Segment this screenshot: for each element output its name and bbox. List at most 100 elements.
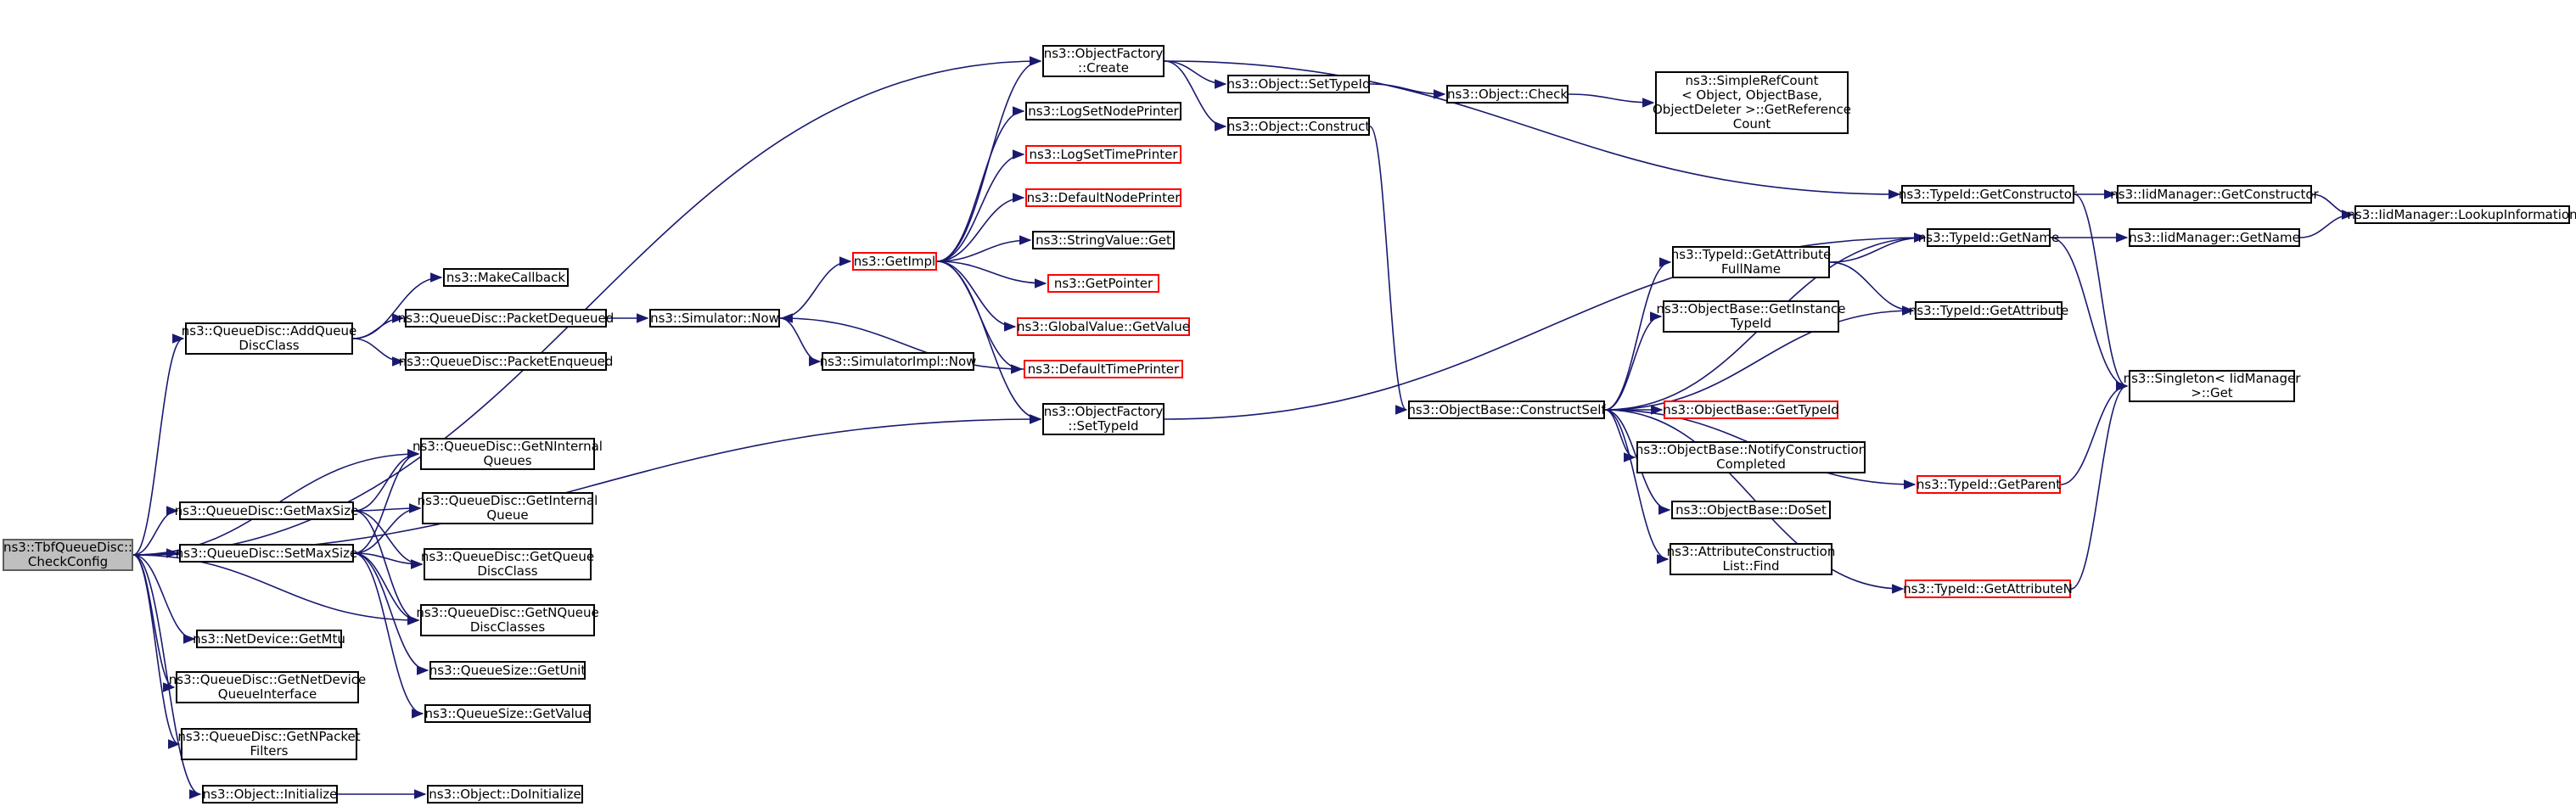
call-edge-object_factory_create-to-object_construct	[1164, 60, 1227, 132]
node-type-id-get-constructor[interactable]: ns3::TypeId::GetConstructor	[1898, 185, 2078, 204]
call-edge-root-to-get_n_queue_disc_classes	[132, 554, 420, 625]
node-iid-manager-get-constructor[interactable]: ns3::IidManager::GetConstructor	[2110, 185, 2319, 204]
node-label-line: ns3::Object::SetTypeId	[1226, 76, 1371, 92]
node-label-line: ns3::ObjectBase::ConstructSelf	[1407, 401, 1606, 417]
node-label-line: ns3::ObjectFactory	[1043, 404, 1164, 419]
call-edge-get_impl-to-log_set_node_printer	[936, 106, 1025, 262]
call-edge-simulator_now-to-get_impl	[779, 256, 852, 319]
node-simulatorimpl-now[interactable]: ns3::SimulatorImpl::Now	[819, 352, 977, 371]
node-label-line: ns3::Object::Check	[1446, 86, 1569, 102]
node-label-line: ns3::TypeId::GetConstructor	[1898, 186, 2078, 202]
call-edge-get_impl-to-get_pointer	[936, 260, 1047, 288]
node-type-id-get-attribute[interactable]: ns3::TypeId::GetAttribute	[1909, 301, 2068, 320]
node-object-base-do-set[interactable]: ns3::ObjectBase::DoSet	[1671, 501, 1831, 519]
node-log-set-node-printer[interactable]: ns3::LogSetNodePrinter	[1025, 102, 1181, 120]
call-edge-set_max_size-to-get_n_internal_queues	[353, 449, 420, 554]
node-queue-size-get-unit[interactable]: ns3::QueueSize::GetUnit	[429, 661, 586, 680]
node-string-value-get[interactable]: ns3::StringValue::Get	[1032, 231, 1175, 249]
node-label-line: QueueInterface	[217, 686, 317, 702]
node-label-line: ns3::QueueDisc::GetInternal	[417, 493, 598, 508]
node-label-line: Queues	[483, 453, 532, 468]
call-edge-get_impl-to-log_set_time_printer	[936, 149, 1025, 262]
node-label-line: ObjectDeleter >::GetReference	[1652, 102, 1852, 117]
node-label-line: ns3::DefaultNodePrinter	[1026, 189, 1181, 205]
call-edge-get_impl-to-global_value_get_value	[936, 260, 1017, 332]
node-label-line: ns3::QueueDisc::AddQueue	[181, 323, 357, 339]
node-label-line: List::Find	[1722, 558, 1780, 574]
call-edge-get_attribute_full_name-to-type_id_get_name	[1829, 232, 1927, 263]
node-object-do-initialize[interactable]: ns3::Object::DoInitialize	[427, 785, 583, 804]
call-edge-root-to-get_max_size	[132, 506, 179, 556]
node-default-time-printer[interactable]: ns3::DefaultTimePrinter	[1024, 360, 1183, 378]
node-label-line: < Object, ObjectBase,	[1681, 87, 1822, 103]
node-queue-size-get-value[interactable]: ns3::QueueSize::GetValue	[424, 704, 591, 723]
call-edge-root-to-net_device_get_mtu	[132, 554, 196, 644]
node-label-line: ns3::QueueDisc::SetMaxSize	[175, 545, 358, 561]
call-edge-simulator_now-to-simulatorimpl_now	[779, 317, 822, 367]
call-edge-get_impl-to-object_factory_set_type_id	[936, 260, 1042, 424]
node-get-pointer[interactable]: ns3::GetPointer	[1047, 274, 1159, 293]
node-simulator-now[interactable]: ns3::Simulator::Now	[649, 309, 780, 328]
node-label-line: Queue	[486, 507, 529, 523]
node-label-line: ns3::LogSetTimePrinter	[1029, 146, 1178, 162]
node-object-construct[interactable]: ns3::Object::Construct	[1227, 117, 1370, 136]
node-object-initialize[interactable]: ns3::Object::Initialize	[202, 785, 338, 804]
node-get-max-size[interactable]: ns3::QueueDisc::GetMaxSize	[175, 501, 358, 520]
node-label-line: ns3::TypeId::GetName	[1917, 229, 2060, 245]
node-label-line: ns3::AttributeConstruction	[1666, 544, 1836, 559]
node-construct-self[interactable]: ns3::ObjectBase::ConstructSelf	[1407, 400, 1606, 419]
node-type-id-get-name[interactable]: ns3::TypeId::GetName	[1918, 228, 2059, 247]
call-edge-set_max_size-to-get_internal_queue	[353, 503, 422, 554]
node-default-node-printer[interactable]: ns3::DefaultNodePrinter	[1025, 188, 1181, 207]
node-object-base-get-type-id[interactable]: ns3::ObjectBase::GetTypeId	[1663, 400, 1839, 419]
node-singleton-get[interactable]: ns3::Singleton< IidManager>::Get	[2124, 370, 2300, 402]
node-object-check[interactable]: ns3::Object::Check	[1446, 85, 1569, 104]
node-label-line: DiscClass	[239, 338, 300, 353]
call-edge-iid_manager_get_name-to-iid_manager_lookup_information	[2299, 210, 2354, 238]
node-label-line: ns3::MakeCallback	[446, 269, 566, 285]
node-packet-enqueued[interactable]: ns3::QueueDisc::PacketEnqueued	[399, 352, 613, 371]
node-log-set-time-printer[interactable]: ns3::LogSetTimePrinter	[1025, 145, 1181, 164]
node-label-line: ns3::QueueDisc::GetNQueue	[416, 605, 599, 620]
node-make-callback[interactable]: ns3::MakeCallback	[443, 268, 569, 287]
node-packet-dequeued[interactable]: ns3::QueueDisc::PacketDequeued	[398, 309, 614, 328]
node-object-factory-set-type-id[interactable]: ns3::ObjectFactory::SetTypeId	[1042, 403, 1165, 435]
node-type-id-get-parent[interactable]: ns3::TypeId::GetParent	[1917, 475, 2061, 494]
node-simple-ref-count[interactable]: ns3::SimpleRefCount< Object, ObjectBase,…	[1652, 71, 1852, 134]
node-iid-manager-get-name[interactable]: ns3::IidManager::GetName	[2129, 228, 2300, 247]
node-object-set-type-id[interactable]: ns3::Object::SetTypeId	[1227, 75, 1370, 93]
node-label-line: TypeId	[1730, 316, 1772, 331]
node-object-factory-create[interactable]: ns3::ObjectFactory::Create	[1042, 45, 1165, 77]
node-label-line: ns3::ObjectBase::GetTypeId	[1663, 401, 1839, 417]
call-edge-root-to-add_queue_disc_class	[132, 333, 185, 556]
node-label-line: ns3::ObjectBase::NotifyConstruction	[1635, 442, 1867, 457]
node-label-line: ns3::QueueDisc::PacketDequeued	[397, 310, 615, 326]
node-type-id-get-attribute-n[interactable]: ns3::TypeId::GetAttributeN	[1903, 580, 2073, 598]
node-label-line: ns3::SimulatorImpl::Now	[819, 353, 977, 369]
node-label-line: ns3::TypeId::GetAttribute	[1908, 302, 2069, 318]
node-label-line: ns3::DefaultTimePrinter	[1027, 361, 1180, 377]
node-set-max-size[interactable]: ns3::QueueDisc::SetMaxSize	[176, 544, 357, 563]
node-global-value-get-value[interactable]: ns3::GlobalValue::GetValue	[1017, 317, 1190, 336]
call-edge-construct_self-to-attribute_construction_list_find	[1604, 409, 1670, 564]
node-get-impl[interactable]: ns3::GetImpl	[852, 252, 937, 271]
node-net-device-get-mtu[interactable]: ns3::NetDevice::GetMtu	[193, 630, 345, 648]
node-iid-manager-lookup-information[interactable]: ns3::IidManager::LookupInformation	[2347, 205, 2576, 224]
call-edge-get_attribute_full_name-to-type_id_get_attribute	[1829, 261, 1915, 316]
call-edge-add_queue_disc_class-to-make_callback	[352, 272, 443, 339]
node-label-line: ns3::QueueDisc::GetNPacket	[177, 729, 361, 744]
node-label-line: ns3::IidManager::LookupInformation	[2347, 206, 2576, 222]
call-edge-set_max_size-to-get_queue_disc_class	[353, 552, 424, 569]
